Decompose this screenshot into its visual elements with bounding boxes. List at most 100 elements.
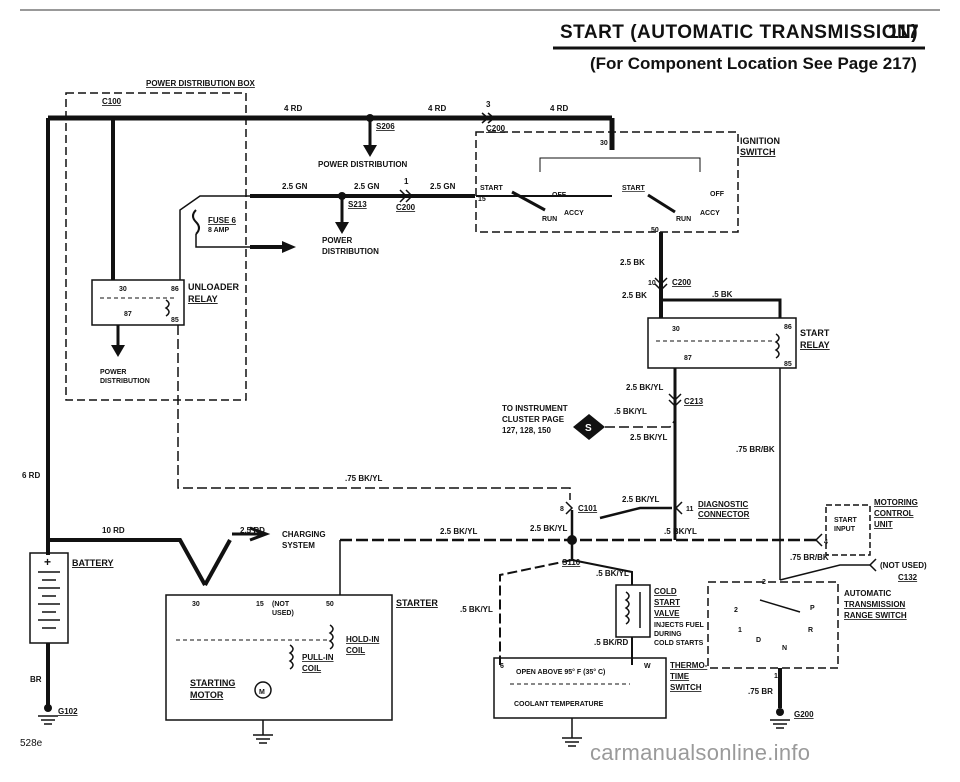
wire-5bk-label: .5 BK (712, 290, 733, 299)
motor-m: M (259, 689, 265, 696)
starting-motor-label-2: MOTOR (190, 690, 224, 700)
csv-label-3: VALVE (654, 609, 680, 618)
g102-ground-icon (38, 715, 58, 725)
model-label: 528e (20, 738, 43, 749)
wire-75brbk-label-2: .75 BR/BK (790, 553, 829, 562)
range-pin-2: 2 (762, 579, 766, 586)
s-marker: S (585, 423, 592, 434)
ignition-label-1: IGNITION (740, 136, 780, 146)
wire-75br-label: .75 BR (748, 687, 773, 696)
wire-4rd-1: 4 RD (284, 104, 302, 113)
range-pin-p: P (810, 605, 815, 612)
unloader-pin-30: 30 (119, 286, 127, 293)
ign-pin-15: 15 (478, 196, 486, 203)
arrow-power-dist (282, 241, 296, 253)
wire-25gn-1: 2.5 GN (282, 182, 308, 191)
unloader-relay-box (91, 279, 185, 326)
csv-label-1: COLD (654, 587, 677, 596)
fuse-6-symbol (192, 209, 200, 235)
arrow-s213 (335, 222, 349, 234)
range-pin-1b: 1 (774, 673, 778, 680)
power-dist-label-1: POWER (100, 369, 126, 376)
start-relay-label-1: START (800, 328, 830, 338)
g200-ground-icon (770, 719, 790, 729)
s206-label: S206 (376, 122, 395, 131)
ignition-label-2: SWITCH (740, 147, 776, 157)
wire-25bkyl-label-4: 2.5 BK/YL (530, 524, 567, 533)
starting-motor-label-1: STARTING (190, 678, 235, 688)
to-instrument-2: CLUSTER PAGE (502, 415, 565, 424)
wire-diag (599, 506, 672, 520)
not-used-1: (NOT (272, 601, 290, 608)
ign-linkage (539, 157, 701, 172)
ign-pin-30: 30 (600, 140, 608, 147)
auto-label-2: TRANSMISSION (844, 600, 906, 609)
connector-c132 (868, 558, 877, 572)
wire-5bk (659, 298, 782, 318)
g200-point (776, 708, 784, 716)
ign-contact-1 (511, 190, 546, 212)
wire-5bkrd-label: .5 BK/RD (594, 638, 628, 647)
wire-csv (571, 559, 633, 585)
thermo-time-box (493, 657, 667, 719)
watermark: carmanualsonline.info (590, 740, 811, 765)
starter-pin-50: 50 (326, 601, 334, 608)
starter-ground-icon (253, 734, 273, 744)
wire-75brbk-label-1: .75 BR/BK (736, 445, 775, 454)
ign-off-2: OFF (710, 191, 725, 198)
g200-label: G200 (794, 710, 814, 719)
ignition-switch-box (475, 131, 739, 233)
wire-4rd-3: 4 RD (550, 104, 568, 113)
connector-c200-bk (654, 277, 668, 292)
wire-75bkyl-label: .75 BK/YL (345, 474, 382, 483)
csv-label-4: INJECTS FUEL (654, 622, 705, 629)
pin-1: 1 (404, 177, 409, 186)
connector-c200-top (481, 112, 496, 124)
tts-label-1: THERMO- (670, 661, 708, 670)
start-relay-pin-85: 85 (784, 361, 792, 368)
connector-c101 (565, 501, 574, 515)
ign-run-1: RUN (542, 216, 557, 223)
battery-cells (38, 571, 60, 629)
c101-label: C101 (578, 504, 598, 513)
motoring-label-1: MOTORING (874, 498, 918, 507)
c200-label-top: C200 (486, 124, 506, 133)
wire-10rd-label: 10 RD (102, 526, 125, 535)
power-dist-box-label: POWER DISTRIBUTION BOX (146, 79, 256, 88)
motoring-label-3: UNIT (874, 520, 893, 529)
g102-point (44, 704, 52, 712)
starter-pin-15: 15 (256, 601, 264, 608)
range-pin-n: N (782, 645, 787, 652)
range-pin-1: 1 (738, 627, 742, 634)
hold-in-coil-symbol (328, 624, 334, 650)
motoring-box (825, 504, 871, 556)
power-dist-box (65, 92, 247, 401)
connector-diag (674, 501, 683, 515)
cold-start-valve-box (615, 584, 651, 638)
c213-label: C213 (684, 397, 704, 406)
c200-label-bk: C200 (672, 278, 692, 287)
s213-label: S213 (348, 200, 367, 209)
start-relay-pin-30: 30 (672, 326, 680, 333)
start-relay-box (647, 317, 797, 369)
charging-label-1: CHARGING (282, 530, 326, 539)
wire-25bkyl-label-2: 2.5 BK/YL (630, 433, 667, 442)
pull-in-label-1: PULL-IN (302, 653, 334, 662)
unloader-pin-85: 85 (171, 317, 179, 324)
pull-in-coil-symbol (288, 644, 294, 670)
starter-label: STARTER (396, 598, 438, 608)
wire-25bk-label-1: 2.5 BK (620, 258, 645, 267)
wire-25rd (203, 539, 232, 586)
splice-s206 (366, 114, 374, 122)
starter-pin-30: 30 (192, 601, 200, 608)
coolant-label: COOLANT TEMPERATURE (514, 701, 604, 708)
diag-label-1: DIAGNOSTIC (698, 500, 748, 509)
connector-c213 (668, 393, 682, 408)
range-pin-2b: 2 (734, 607, 738, 614)
ign-accy-1: ACCY (564, 210, 584, 217)
motoring-label-2: CONTROL (874, 509, 914, 518)
wire-instrument (605, 419, 676, 428)
ign-pin-50: 50 (651, 227, 659, 234)
wire-25gn-3: 2.5 GN (430, 182, 456, 191)
start-relay-pin-87: 87 (684, 355, 692, 362)
